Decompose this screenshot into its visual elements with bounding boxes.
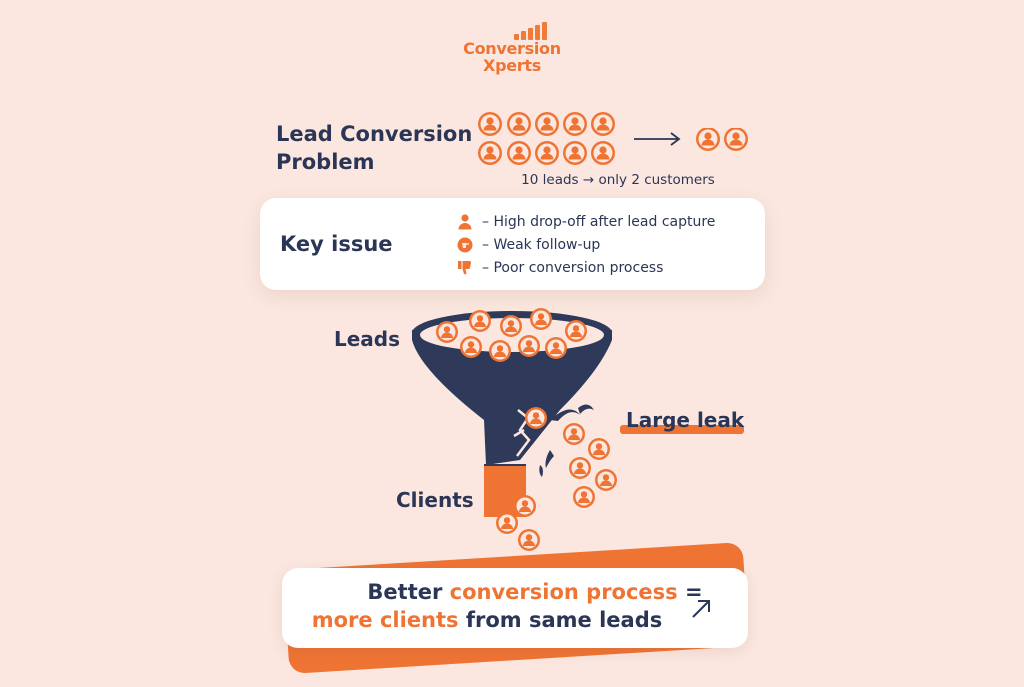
trend-up-arrow-icon	[692, 600, 710, 618]
person-icon	[478, 141, 502, 165]
person-icon	[469, 310, 491, 332]
conversion-caption: 10 leads → only 2 customers	[521, 172, 715, 188]
banner-text: =	[677, 580, 703, 604]
person-icon	[563, 112, 587, 136]
logo-line-1: Conversion	[463, 39, 561, 58]
funnel-label-clients: Clients	[396, 488, 474, 512]
problem-title-line-1: Lead Conversion	[276, 122, 473, 146]
person-icon	[456, 213, 474, 231]
person-icon	[500, 315, 522, 337]
person-icon	[588, 438, 610, 460]
issue-text: – Weak follow-up	[482, 236, 601, 253]
leak-splash	[550, 409, 580, 421]
logo-line-2: Xperts	[483, 56, 541, 75]
list-item: – High drop-off after lead capture	[456, 210, 715, 233]
key-issue-list: – High drop-off after lead capture – Wea…	[456, 210, 715, 279]
person-icon	[518, 529, 540, 551]
banner-text: from same leads	[458, 608, 663, 632]
brand-logo: Conversion Xperts	[452, 22, 572, 84]
person-icon	[595, 469, 617, 491]
key-issue-card: Key issue – High drop-off after lead cap…	[260, 198, 765, 290]
problem-title-line-2: Problem	[276, 150, 375, 174]
person-icon	[565, 320, 587, 342]
key-issue-title: Key issue	[280, 232, 393, 256]
person-icon	[535, 141, 559, 165]
person-icon	[496, 512, 518, 534]
list-item: – Weak follow-up	[456, 233, 715, 256]
right-arrow-icon	[634, 128, 748, 151]
leak-highlight	[620, 425, 744, 434]
person-icon	[507, 112, 531, 136]
speech-hand-icon	[456, 236, 474, 254]
list-item: – Poor conversion process	[456, 256, 715, 279]
person-icon	[436, 321, 458, 343]
banner-line-2: more clients from same leads	[254, 608, 720, 632]
person-icon	[591, 141, 615, 165]
person-icon	[478, 112, 502, 136]
person-icon	[460, 336, 482, 358]
bar-chart-logo-icon	[488, 22, 572, 40]
person-icon	[535, 112, 559, 136]
banner-text: Better	[367, 580, 450, 604]
banner-line-1: Better conversion process =	[302, 580, 768, 604]
issue-text: – High drop-off after lead capture	[482, 213, 716, 230]
person-icon	[569, 457, 591, 479]
person-icon	[573, 486, 595, 508]
thumbs-down-icon	[456, 259, 474, 277]
leads-people-grid	[478, 112, 615, 165]
person-icon	[514, 495, 536, 517]
person-icon	[518, 335, 540, 357]
conclusion-banner: Better conversion process = more clients…	[282, 568, 748, 648]
person-icon	[507, 141, 531, 165]
funnel-illustration	[412, 308, 617, 551]
person-icon	[591, 112, 615, 136]
problem-title: Lead Conversion Problem	[276, 120, 476, 176]
person-icon	[563, 141, 587, 165]
funnel-label-leak: Large leak	[626, 408, 745, 432]
person-icon	[563, 423, 585, 445]
funnel-label-leads: Leads	[334, 327, 401, 351]
banner-highlight: more clients	[311, 608, 459, 632]
person-icon	[545, 337, 567, 359]
person-icon	[489, 340, 511, 362]
banner-highlight: conversion process	[449, 580, 678, 604]
issue-text: – Poor conversion process	[482, 259, 664, 276]
person-icon	[530, 308, 552, 330]
person-icon	[525, 407, 547, 429]
